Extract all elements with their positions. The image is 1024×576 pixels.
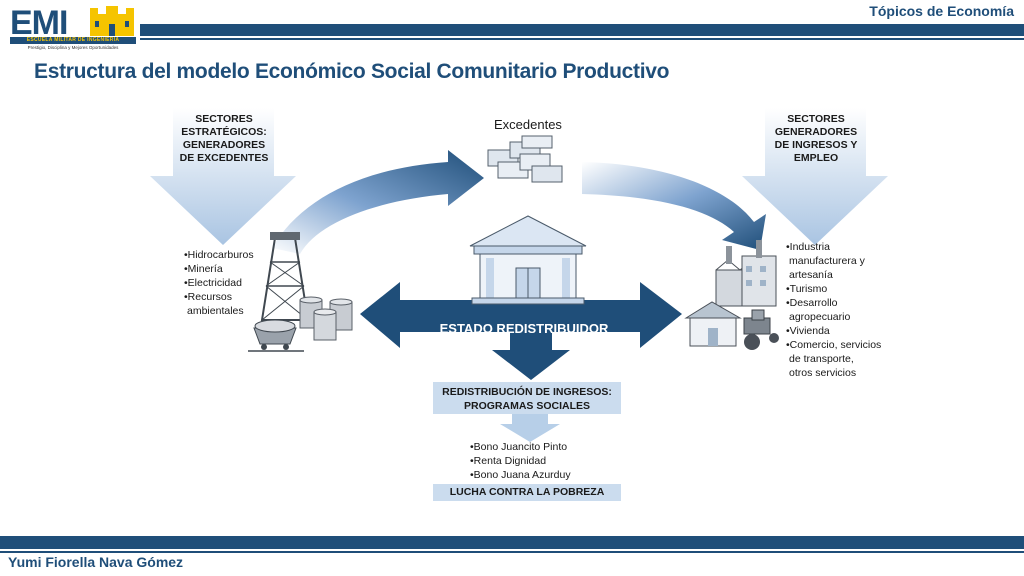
- list-item: •Bono Juancito Pinto: [470, 441, 568, 453]
- right-sector-line: GENERADORES: [774, 126, 858, 138]
- left-sector-line: ESTRATÉGICOS:: [181, 126, 267, 138]
- list-item: agropecuario: [789, 311, 851, 323]
- barrels-icon: [299, 296, 353, 341]
- list-item: •Desarrollo: [786, 297, 838, 309]
- right-sector-label: SECTORES GENERADORES DE INGRESOS Y EMPLE…: [758, 113, 874, 165]
- author-name: Yumi Fiorella Nava Gómez: [8, 554, 184, 570]
- topic-label: Tópicos de Economía: [869, 3, 1014, 19]
- header-line: [140, 38, 1024, 40]
- bank-building-icon: [469, 215, 587, 305]
- down-arrow-center: [492, 332, 570, 380]
- list-item: •Hidrocarburos: [184, 249, 254, 261]
- emi-logo: EMI ESCUELA MILITAR DE INGENIERIA Presti…: [8, 4, 138, 52]
- list-item: •Recursos: [184, 291, 233, 303]
- double-arrow: [360, 282, 682, 348]
- list-item: •Renta Dignidad: [470, 455, 547, 467]
- list-item: ambientales: [187, 305, 244, 317]
- right-sector-line: DE INGRESOS Y: [774, 139, 858, 151]
- list-item: otros servicios: [789, 367, 857, 379]
- list-item: •Turismo: [786, 283, 828, 295]
- list-item: •Vivienda: [786, 325, 830, 337]
- logo-text: EMI: [10, 4, 68, 42]
- list-item: •Industria: [786, 241, 830, 253]
- right-curved-arrow: [582, 162, 766, 250]
- left-curved-arrow: [272, 150, 484, 254]
- logo-motto: Prestigio, Disciplina y Mejores Oportuni…: [27, 45, 119, 50]
- footer-line: [0, 551, 1024, 553]
- right-items-list: •Industria manufacturera y artesanía •Tu…: [786, 240, 881, 380]
- list-item: •Bono Juana Azurduy: [470, 469, 571, 481]
- house-icon: [684, 301, 742, 347]
- bonos-list: •Bono Juancito Pinto •Renta Dignidad •Bo…: [470, 440, 571, 482]
- list-item: de transporte,: [789, 353, 854, 365]
- left-sector-line: GENERADORES: [182, 139, 266, 151]
- logo-strip: ESCUELA MILITAR DE INGENIERIA: [10, 37, 136, 44]
- list-item: •Comercio, servicios: [786, 339, 882, 351]
- right-down-arrow: [742, 108, 888, 245]
- money-icon: [487, 135, 563, 183]
- list-item: manufacturera y: [789, 255, 865, 267]
- page-title: Estructura del modelo Económico Social C…: [34, 60, 670, 83]
- left-sector-line: DE EXCEDENTES: [179, 152, 269, 164]
- left-sector-line: SECTORES: [195, 113, 253, 125]
- down-arrow-light: [500, 414, 560, 442]
- list-item: •Electricidad: [184, 277, 242, 289]
- excedentes-label: Excedentes: [494, 117, 562, 132]
- left-items-list: •Hidrocarburos •Minería •Electricidad •R…: [184, 248, 254, 318]
- left-down-arrow: [150, 108, 296, 245]
- footer-bar: [0, 536, 1024, 549]
- redistribucion-line: PROGRAMAS SOCIALES: [463, 400, 590, 412]
- castle-icon: [90, 6, 134, 36]
- list-item: •Minería: [184, 263, 223, 275]
- mine-cart-icon: [248, 319, 304, 352]
- redistribucion-line: REDISTRIBUCIÓN DE INGRESOS:: [442, 386, 612, 398]
- tractor-icon: [743, 309, 779, 350]
- header-bar: [140, 24, 1024, 36]
- right-sector-line: EMPLEO: [793, 152, 839, 164]
- left-sector-label: SECTORES ESTRATÉGICOS: GENERADORES DE EX…: [164, 113, 284, 165]
- list-item: artesanía: [789, 269, 833, 281]
- estado-label: ESTADO REDISTRIBUIDOR: [439, 321, 609, 336]
- factory-icon: [715, 240, 777, 307]
- redistribucion-box: REDISTRIBUCIÓN DE INGRESOS: PROGRAMAS SO…: [433, 382, 621, 414]
- right-sector-line: SECTORES: [787, 113, 845, 125]
- lucha-box: LUCHA CONTRA LA POBREZA: [433, 484, 621, 501]
